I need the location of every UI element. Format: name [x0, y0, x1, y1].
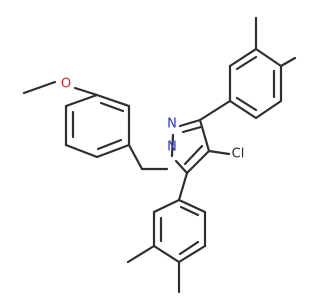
- methoxyphenyl-inner-double-2: [96, 138, 123, 151]
- chlorine-label: Cl: [232, 147, 245, 162]
- methoxyphenyl-inner-double-1: [99, 101, 125, 113]
- bond-oxygen-ring: [73, 86, 99, 97]
- bond-ring-to-ch2: [127, 143, 144, 171]
- bond-n2-c3-double-inner: [181, 125, 203, 134]
- molecule-diagram: O N N Cl: [22, 16, 297, 294]
- bond-c3-c4: [198, 118, 211, 153]
- bond-c5-lower-aryl: [177, 171, 189, 202]
- bond-n1-n2: [170, 133, 175, 158]
- methoxyphenyl-ring-bond-3: [95, 143, 131, 159]
- lower-aryl-inner-double-3: [179, 205, 200, 217]
- upper-aryl-ring-bond-3: [254, 47, 283, 68]
- pyrazole-n2-label: N: [167, 117, 177, 132]
- bond-n2-c3-double-outer: [178, 118, 202, 128]
- methoxyphenyl-ring-bond-4: [64, 143, 99, 159]
- upper-aryl-ring-bond-2: [228, 47, 258, 68]
- upper-aryl-inner-double-3: [235, 96, 258, 112]
- bond-c4-chlorine: [207, 149, 231, 156]
- bonds-group: [22, 16, 297, 294]
- upper-aryl-inner-double-1: [235, 55, 258, 71]
- lower-aryl-ring-bond-4: [177, 244, 207, 264]
- methoxyphenyl-ring-bond-1: [95, 93, 131, 108]
- lower-aryl-ring-bond-1: [152, 198, 181, 214]
- bond-c4-c5-double-inner: [183, 144, 204, 166]
- bond-c3-upper-aryl: [198, 99, 232, 122]
- bond-methoxy-methyl: [22, 80, 57, 95]
- methoxyphenyl-ring-bond-6: [64, 93, 99, 108]
- lower-aryl-inner-double-2: [178, 240, 200, 256]
- bond-c5-n1: [174, 159, 189, 175]
- bond-c4-c5-double-outer: [185, 149, 211, 175]
- upper-aryl-ring-bond-5: [254, 99, 283, 120]
- atom-labels-group: O N N Cl: [61, 77, 244, 162]
- lower-aryl-methyl-1: [126, 244, 156, 264]
- lower-aryl-ring-bond-3: [152, 244, 181, 264]
- molecule-canvas: O N N Cl: [22, 16, 297, 294]
- upper-aryl-methyl-2: [279, 56, 297, 68]
- upper-aryl-ring-bond-6: [228, 99, 258, 120]
- pyrazole-n1-label: N: [167, 140, 177, 155]
- lower-aryl-ring-bond-6: [177, 198, 207, 214]
- oxygen-label: O: [61, 77, 71, 92]
